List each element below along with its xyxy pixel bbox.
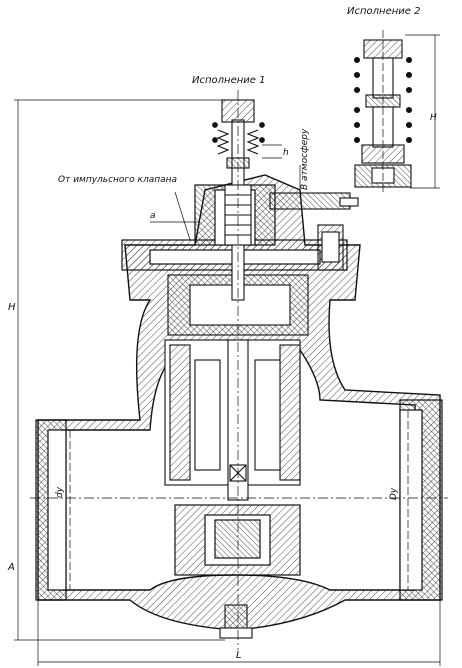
centerlines xyxy=(30,90,448,650)
vent-fitting xyxy=(269,192,359,271)
drain-plug xyxy=(219,604,253,639)
inlet-port xyxy=(35,419,67,601)
piston-assembly xyxy=(164,274,309,501)
variant2-inset xyxy=(353,30,413,195)
dimension-lines xyxy=(14,99,441,666)
dim-h: h xyxy=(283,148,289,158)
dim-H: H xyxy=(8,302,16,313)
dim-a: a xyxy=(150,211,156,221)
label-atmosphere: В атмосферу xyxy=(300,128,310,190)
dim-L: L xyxy=(236,650,242,661)
label-impulse-valve: От импульсного клапана xyxy=(58,175,177,185)
outlet-port xyxy=(399,399,443,601)
bore-lines xyxy=(69,410,409,590)
label-variant1: Исполнение 1 xyxy=(192,75,265,86)
label-variant2: Исполнение 2 xyxy=(347,6,420,17)
variant2-dim-h xyxy=(405,34,440,189)
dim-A: A xyxy=(7,562,15,573)
dim-Dy: Dy xyxy=(389,487,399,500)
dim-dy: dy xyxy=(55,486,65,498)
dim-H-variant2: H xyxy=(430,113,437,123)
valve-seat xyxy=(174,504,301,576)
